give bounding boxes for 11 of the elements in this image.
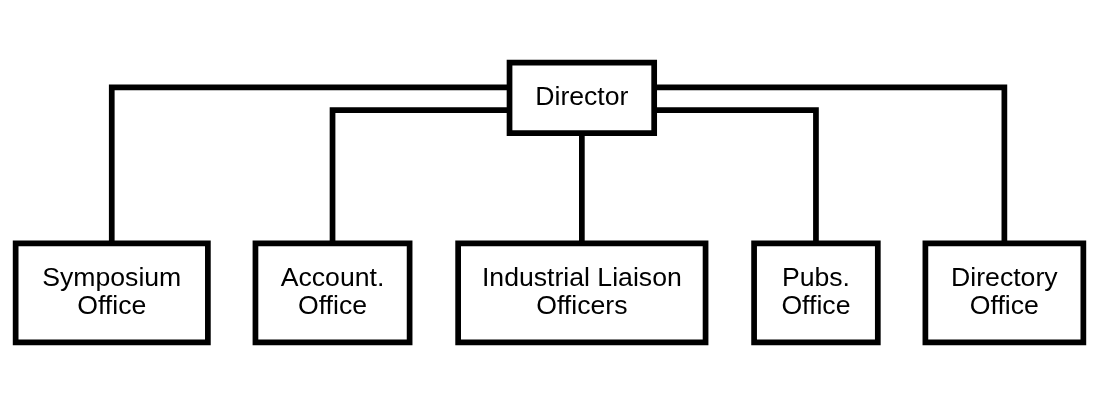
node-box: Account. Office xyxy=(252,240,413,346)
node-box: Industrial Liaison Officers xyxy=(455,240,709,346)
node-box: Symposium Office xyxy=(12,240,211,346)
node-box: Director xyxy=(506,59,658,136)
node-box: Directory Office xyxy=(922,240,1087,346)
connector xyxy=(579,133,585,244)
connector xyxy=(654,107,819,243)
connector xyxy=(329,107,510,243)
node-box: Pubs. Office xyxy=(751,240,881,346)
connector xyxy=(108,84,510,244)
connector xyxy=(654,84,1008,244)
